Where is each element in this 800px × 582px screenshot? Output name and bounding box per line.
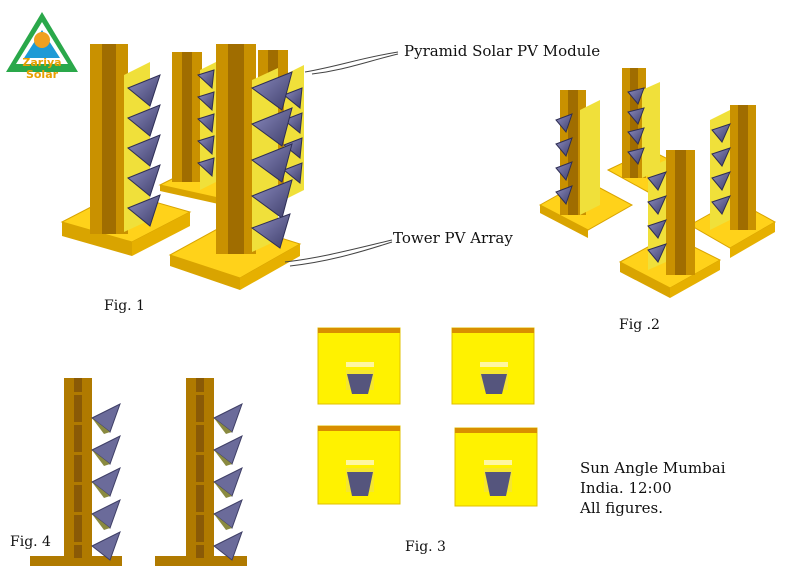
fig3-panel-bottom-left	[317, 425, 401, 505]
svg-text:Zariya: Zariya	[22, 56, 61, 69]
fig2-diagram	[538, 68, 777, 298]
fig1-caption: Fig. 1	[104, 298, 145, 314]
fig4-tower-right	[155, 378, 247, 566]
fig3-panel-bottom-right	[454, 427, 538, 507]
fig4-caption: Fig. 4	[10, 534, 51, 550]
sun-angle-note: Sun Angle Mumbai India. 12:00 All figure…	[580, 459, 726, 517]
fig4-tower-left	[30, 378, 122, 566]
module-callout-line	[304, 51, 399, 73]
array-callout-label: Tower PV Array	[393, 229, 513, 247]
fig2-caption: Fig .2	[619, 317, 660, 333]
fig3-caption: Fig. 3	[405, 539, 446, 555]
svg-text:Solar: Solar	[26, 68, 59, 81]
fig1-diagram	[60, 44, 304, 290]
fig3-panel-top-left	[317, 327, 401, 405]
module-callout-label: Pyramid Solar PV Module	[404, 42, 601, 60]
zariya-solar-logo: Zariya Solar	[6, 12, 78, 81]
fig3-panel-top-right	[451, 327, 535, 405]
fig3-diagram	[317, 327, 538, 507]
array-callout-line	[284, 239, 393, 263]
fig4-diagram	[30, 378, 247, 566]
